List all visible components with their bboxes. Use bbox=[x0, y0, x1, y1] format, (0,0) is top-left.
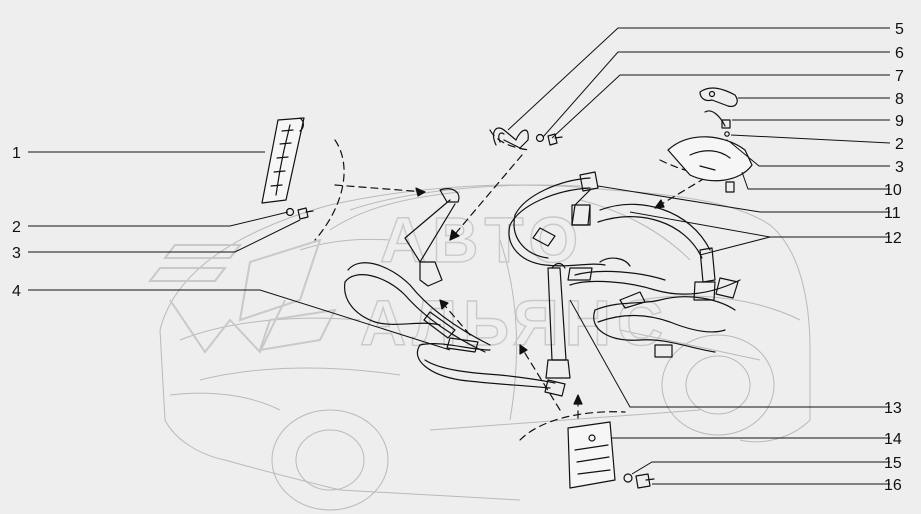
dashed-arc-top bbox=[489, 129, 531, 151]
label-4: 4 bbox=[12, 283, 21, 300]
watermark-line-2: AЛЬЯНС bbox=[360, 287, 669, 359]
label-7: 7 bbox=[895, 68, 904, 85]
anchor-bracket-8 bbox=[699, 87, 738, 107]
label-15: 15 bbox=[884, 455, 902, 472]
label-13: 13 bbox=[884, 400, 902, 417]
parts bbox=[261, 87, 753, 489]
label-2-right: 2 bbox=[895, 136, 904, 153]
label-5: 5 bbox=[895, 21, 904, 38]
watermark-logo bbox=[147, 238, 337, 354]
watermark: ABTO AЛЬЯНС bbox=[147, 203, 669, 360]
label-11: 11 bbox=[884, 205, 901, 222]
callout-labels: 1 2 3 4 5 6 7 8 9 2 3 10 11 12 13 14 15 … bbox=[12, 21, 904, 494]
label-8: 8 bbox=[895, 91, 904, 108]
washer-15 bbox=[623, 473, 633, 483]
washer-2-right bbox=[724, 131, 730, 137]
label-12: 12 bbox=[884, 230, 902, 247]
bolt-16 bbox=[635, 473, 655, 489]
label-6: 6 bbox=[895, 45, 904, 62]
dashed-arc-bottom bbox=[519, 411, 626, 441]
dashed-arc-left bbox=[314, 139, 345, 241]
bolt-7 bbox=[547, 133, 563, 146]
label-10: 10 bbox=[884, 182, 902, 199]
washer-6 bbox=[535, 133, 545, 143]
housing-10 bbox=[667, 136, 753, 193]
label-3-right: 3 bbox=[895, 159, 904, 176]
cover-plate-14 bbox=[567, 421, 616, 489]
center-belt bbox=[508, 171, 606, 379]
guide-loop bbox=[492, 127, 529, 149]
front-left-belt bbox=[344, 188, 566, 397]
label-1: 1 bbox=[12, 145, 21, 162]
label-16: 16 bbox=[884, 477, 902, 494]
clip-9 bbox=[704, 110, 731, 129]
label-2-left: 2 bbox=[12, 219, 21, 236]
car-outline bbox=[159, 184, 811, 511]
height-adjuster-rail bbox=[261, 117, 305, 204]
label-14: 14 bbox=[884, 431, 902, 448]
label-9: 9 bbox=[895, 113, 904, 130]
label-3-left: 3 bbox=[12, 245, 21, 262]
leader-lines bbox=[28, 27, 891, 485]
rear-belts bbox=[569, 203, 741, 358]
